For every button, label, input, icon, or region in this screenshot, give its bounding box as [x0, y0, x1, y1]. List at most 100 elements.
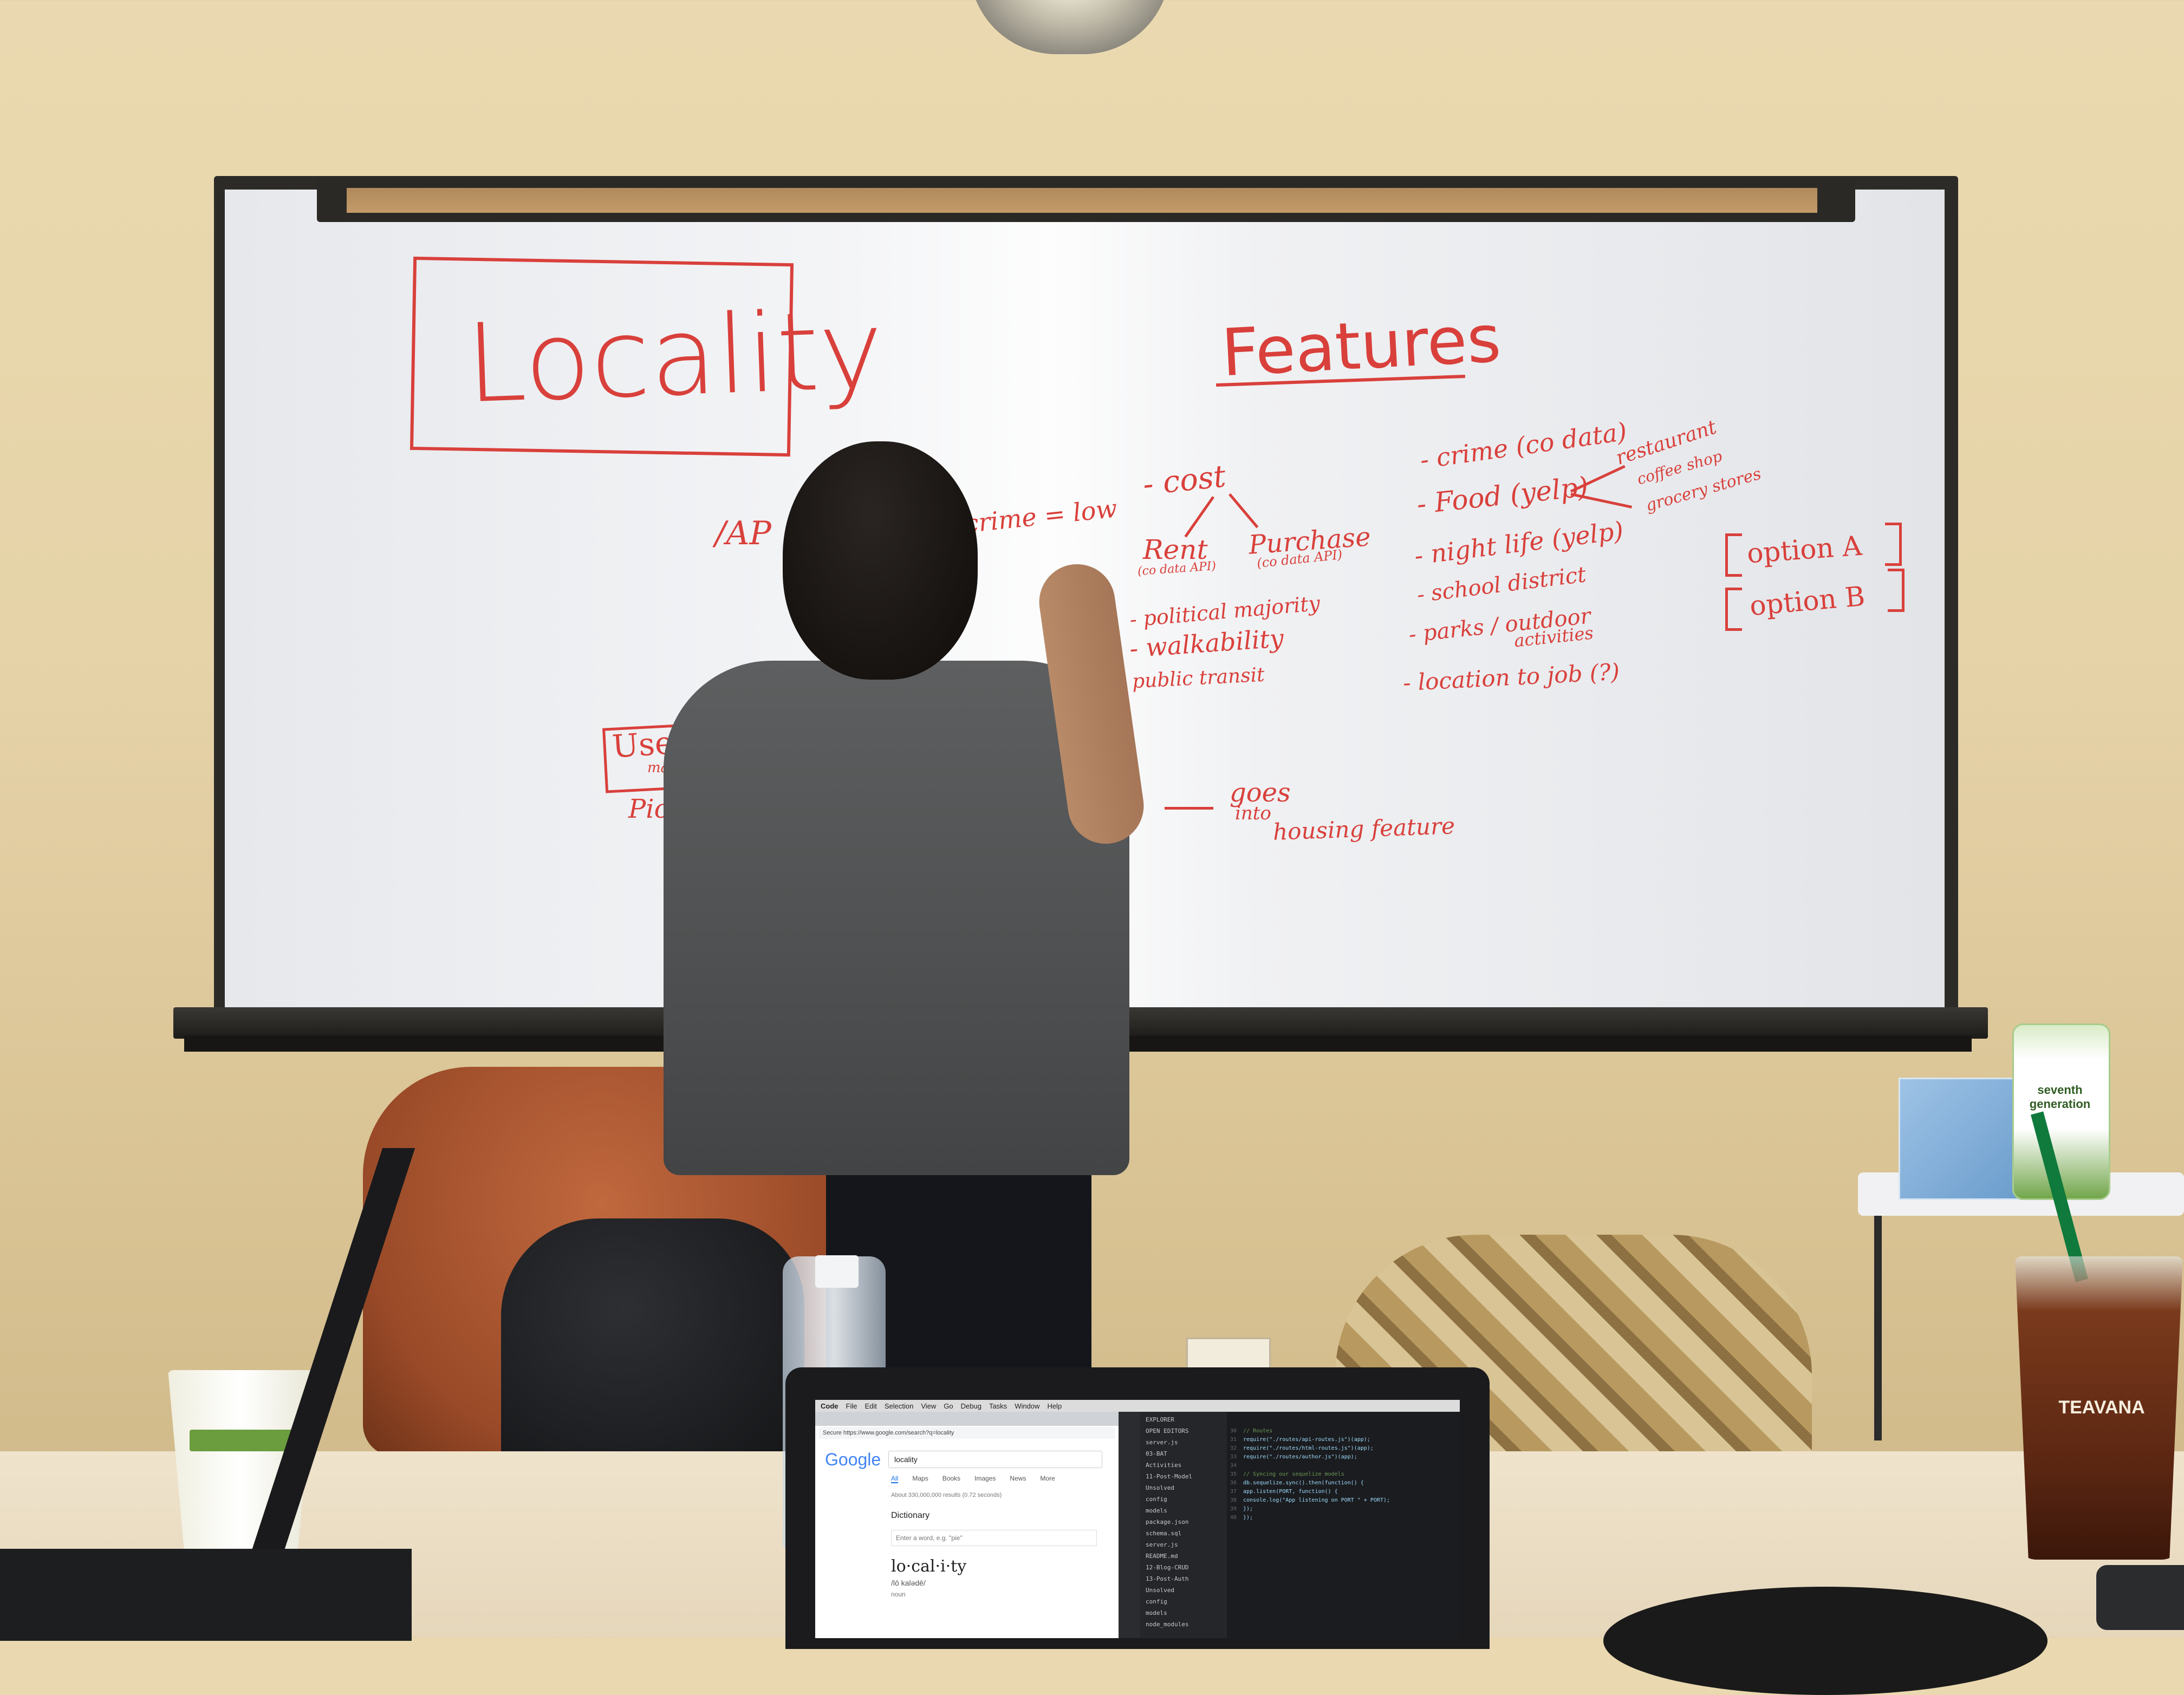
explorer-item[interactable]: Unsolved [1146, 1587, 1174, 1594]
search-tab[interactable]: News [1010, 1475, 1026, 1482]
person-head [783, 441, 978, 680]
explorer-item[interactable]: node_modules [1146, 1621, 1189, 1628]
explorer-item[interactable]: server.js [1146, 1541, 1178, 1548]
option-a: option A [1746, 530, 1863, 570]
rent-label: Rent [1143, 534, 1208, 565]
browser-window [815, 1426, 1119, 1638]
line-number: 39 [1230, 1506, 1237, 1512]
option-a-bracket-right [1885, 523, 1902, 566]
line-number: 33 [1230, 1454, 1237, 1460]
person-torso [664, 661, 1129, 1175]
code-line: require("./routes/author.js")(app); [1243, 1454, 1357, 1460]
code-line: db.sequelize.sync().then(function() { [1243, 1480, 1364, 1486]
api-fragment: /AP [715, 514, 771, 552]
tea-brand: TEAVANA [2058, 1397, 2145, 1418]
option-a-bracket-left [1725, 533, 1742, 577]
explorer-item[interactable]: Activities [1146, 1462, 1182, 1469]
search-tab[interactable]: All [891, 1475, 899, 1483]
search-input[interactable]: locality [888, 1451, 1102, 1468]
bottle-cap [815, 1255, 859, 1288]
menubar-item[interactable]: Tasks [989, 1401, 1007, 1410]
cork-strip [347, 188, 1817, 213]
explorer-item[interactable]: Unsolved [1146, 1484, 1174, 1491]
code-line: // Syncing our sequelize models [1243, 1471, 1344, 1477]
explorer-item[interactable]: README.md [1146, 1553, 1178, 1560]
line-number: 34 [1230, 1463, 1237, 1469]
menubar-item[interactable]: View [921, 1401, 937, 1410]
search-tabs: All Maps Books Images News More [891, 1475, 1055, 1483]
menubar-item[interactable]: Edit [864, 1401, 877, 1410]
menubar-item[interactable]: Selection [884, 1401, 914, 1410]
code-line: require("./routes/api-routes.js")(app); [1243, 1437, 1370, 1443]
explorer-item[interactable]: schema.sql [1146, 1530, 1182, 1537]
menubar-item[interactable]: File [846, 1401, 857, 1410]
explorer-item[interactable]: EXPLORER [1146, 1416, 1174, 1423]
line-number: 35 [1230, 1471, 1237, 1477]
line-number: 38 [1230, 1497, 1237, 1503]
explorer-item[interactable]: 11-Post-Model [1146, 1473, 1193, 1480]
search-tab[interactable]: Images [974, 1475, 996, 1482]
side-table-leg [1874, 1208, 1882, 1440]
locality-title: Locality [464, 286, 886, 428]
line-number: 31 [1230, 1437, 1237, 1443]
activity-bar[interactable] [1119, 1412, 1140, 1638]
cost-heading: - cost [1141, 459, 1227, 503]
code-line: }); [1243, 1515, 1253, 1521]
menubar-item[interactable]: Debug [960, 1401, 981, 1410]
code-line: // Routes [1243, 1428, 1273, 1434]
code-line: }); [1243, 1506, 1253, 1512]
search-tab[interactable]: More [1040, 1475, 1055, 1482]
mac-menubar: Code File Edit Selection View Go Debug Tasks Win… [815, 1400, 1460, 1412]
explorer-item[interactable]: 03-BAT [1146, 1450, 1167, 1457]
search-tab[interactable]: Books [942, 1475, 961, 1482]
code-line: require("./routes/html-routes.js")(app); [1243, 1445, 1374, 1451]
tissue-box [1899, 1078, 2026, 1200]
goes-arrow [1165, 807, 1213, 810]
option-b-bracket-left [1725, 588, 1742, 631]
mouse [1603, 1587, 2047, 1695]
menubar-item[interactable]: Window [1015, 1401, 1040, 1410]
part-of-speech: noun [891, 1590, 906, 1598]
line-number: 37 [1230, 1489, 1237, 1495]
menubar-item[interactable]: Go [944, 1401, 953, 1410]
menubar-item[interactable]: Code [821, 1401, 838, 1410]
housing-label: housing feature [1272, 812, 1455, 845]
code-line: app.listen(PORT, function() { [1243, 1489, 1338, 1495]
explorer-item[interactable]: config [1146, 1496, 1167, 1503]
laptop-screen: Code File Edit Selection View Go Debug Tasks Win… [815, 1400, 1460, 1638]
line-number: 40 [1230, 1515, 1237, 1521]
wipes-brand: seventh generation [2029, 1083, 2091, 1111]
dictionary-input[interactable]: Enter a word, e.g. "pie" [891, 1530, 1097, 1546]
code-editor: EXPLORER OPEN EDITORS server.js 03-BAT Activ… [1119, 1412, 1460, 1638]
wipes-canister [2012, 1023, 2110, 1200]
explorer-item[interactable]: 12-Blog-CRUD [1146, 1564, 1189, 1571]
ceiling-lamp [970, 0, 1170, 54]
explorer-item[interactable]: OPEN EDITORS [1146, 1427, 1189, 1435]
cup-sleeve [190, 1430, 292, 1451]
explorer-item[interactable]: server.js [1146, 1439, 1178, 1446]
line-number: 36 [1230, 1480, 1237, 1486]
search-tab[interactable]: Maps [912, 1475, 928, 1482]
explorer-item[interactable]: models [1146, 1609, 1167, 1616]
iced-tea-cup [2015, 1256, 2183, 1560]
backpack [501, 1218, 804, 1473]
explorer-item[interactable]: models [1146, 1507, 1167, 1514]
google-logo[interactable]: Google [825, 1450, 881, 1469]
explorer-item[interactable]: 13-Post-Auth [1146, 1575, 1189, 1582]
browser-tabs[interactable] [815, 1412, 1119, 1426]
results-count: About 330,000,000 results (0.72 seconds) [891, 1492, 1002, 1498]
line-number: 32 [1230, 1445, 1237, 1451]
address-bar[interactable]: Secure https://www.google.com/search?q=l… [818, 1427, 1115, 1439]
code-line: console.log("App listening on PORT " + P… [1243, 1497, 1390, 1503]
phone [2096, 1565, 2184, 1630]
file-explorer: EXPLORER OPEN EDITORS server.js 03-BAT Activ… [1140, 1412, 1227, 1638]
pronunciation: /lō kalədē/ [891, 1579, 926, 1587]
dictionary-heading: Dictionary [891, 1511, 930, 1520]
goes-label: goes [1230, 778, 1291, 808]
into-label: into [1235, 803, 1271, 824]
explorer-item[interactable]: package.json [1146, 1518, 1189, 1526]
menubar-item[interactable]: Help [1047, 1401, 1062, 1410]
left-laptop-keyboard [0, 1549, 412, 1641]
explorer-item[interactable]: config [1146, 1598, 1167, 1605]
